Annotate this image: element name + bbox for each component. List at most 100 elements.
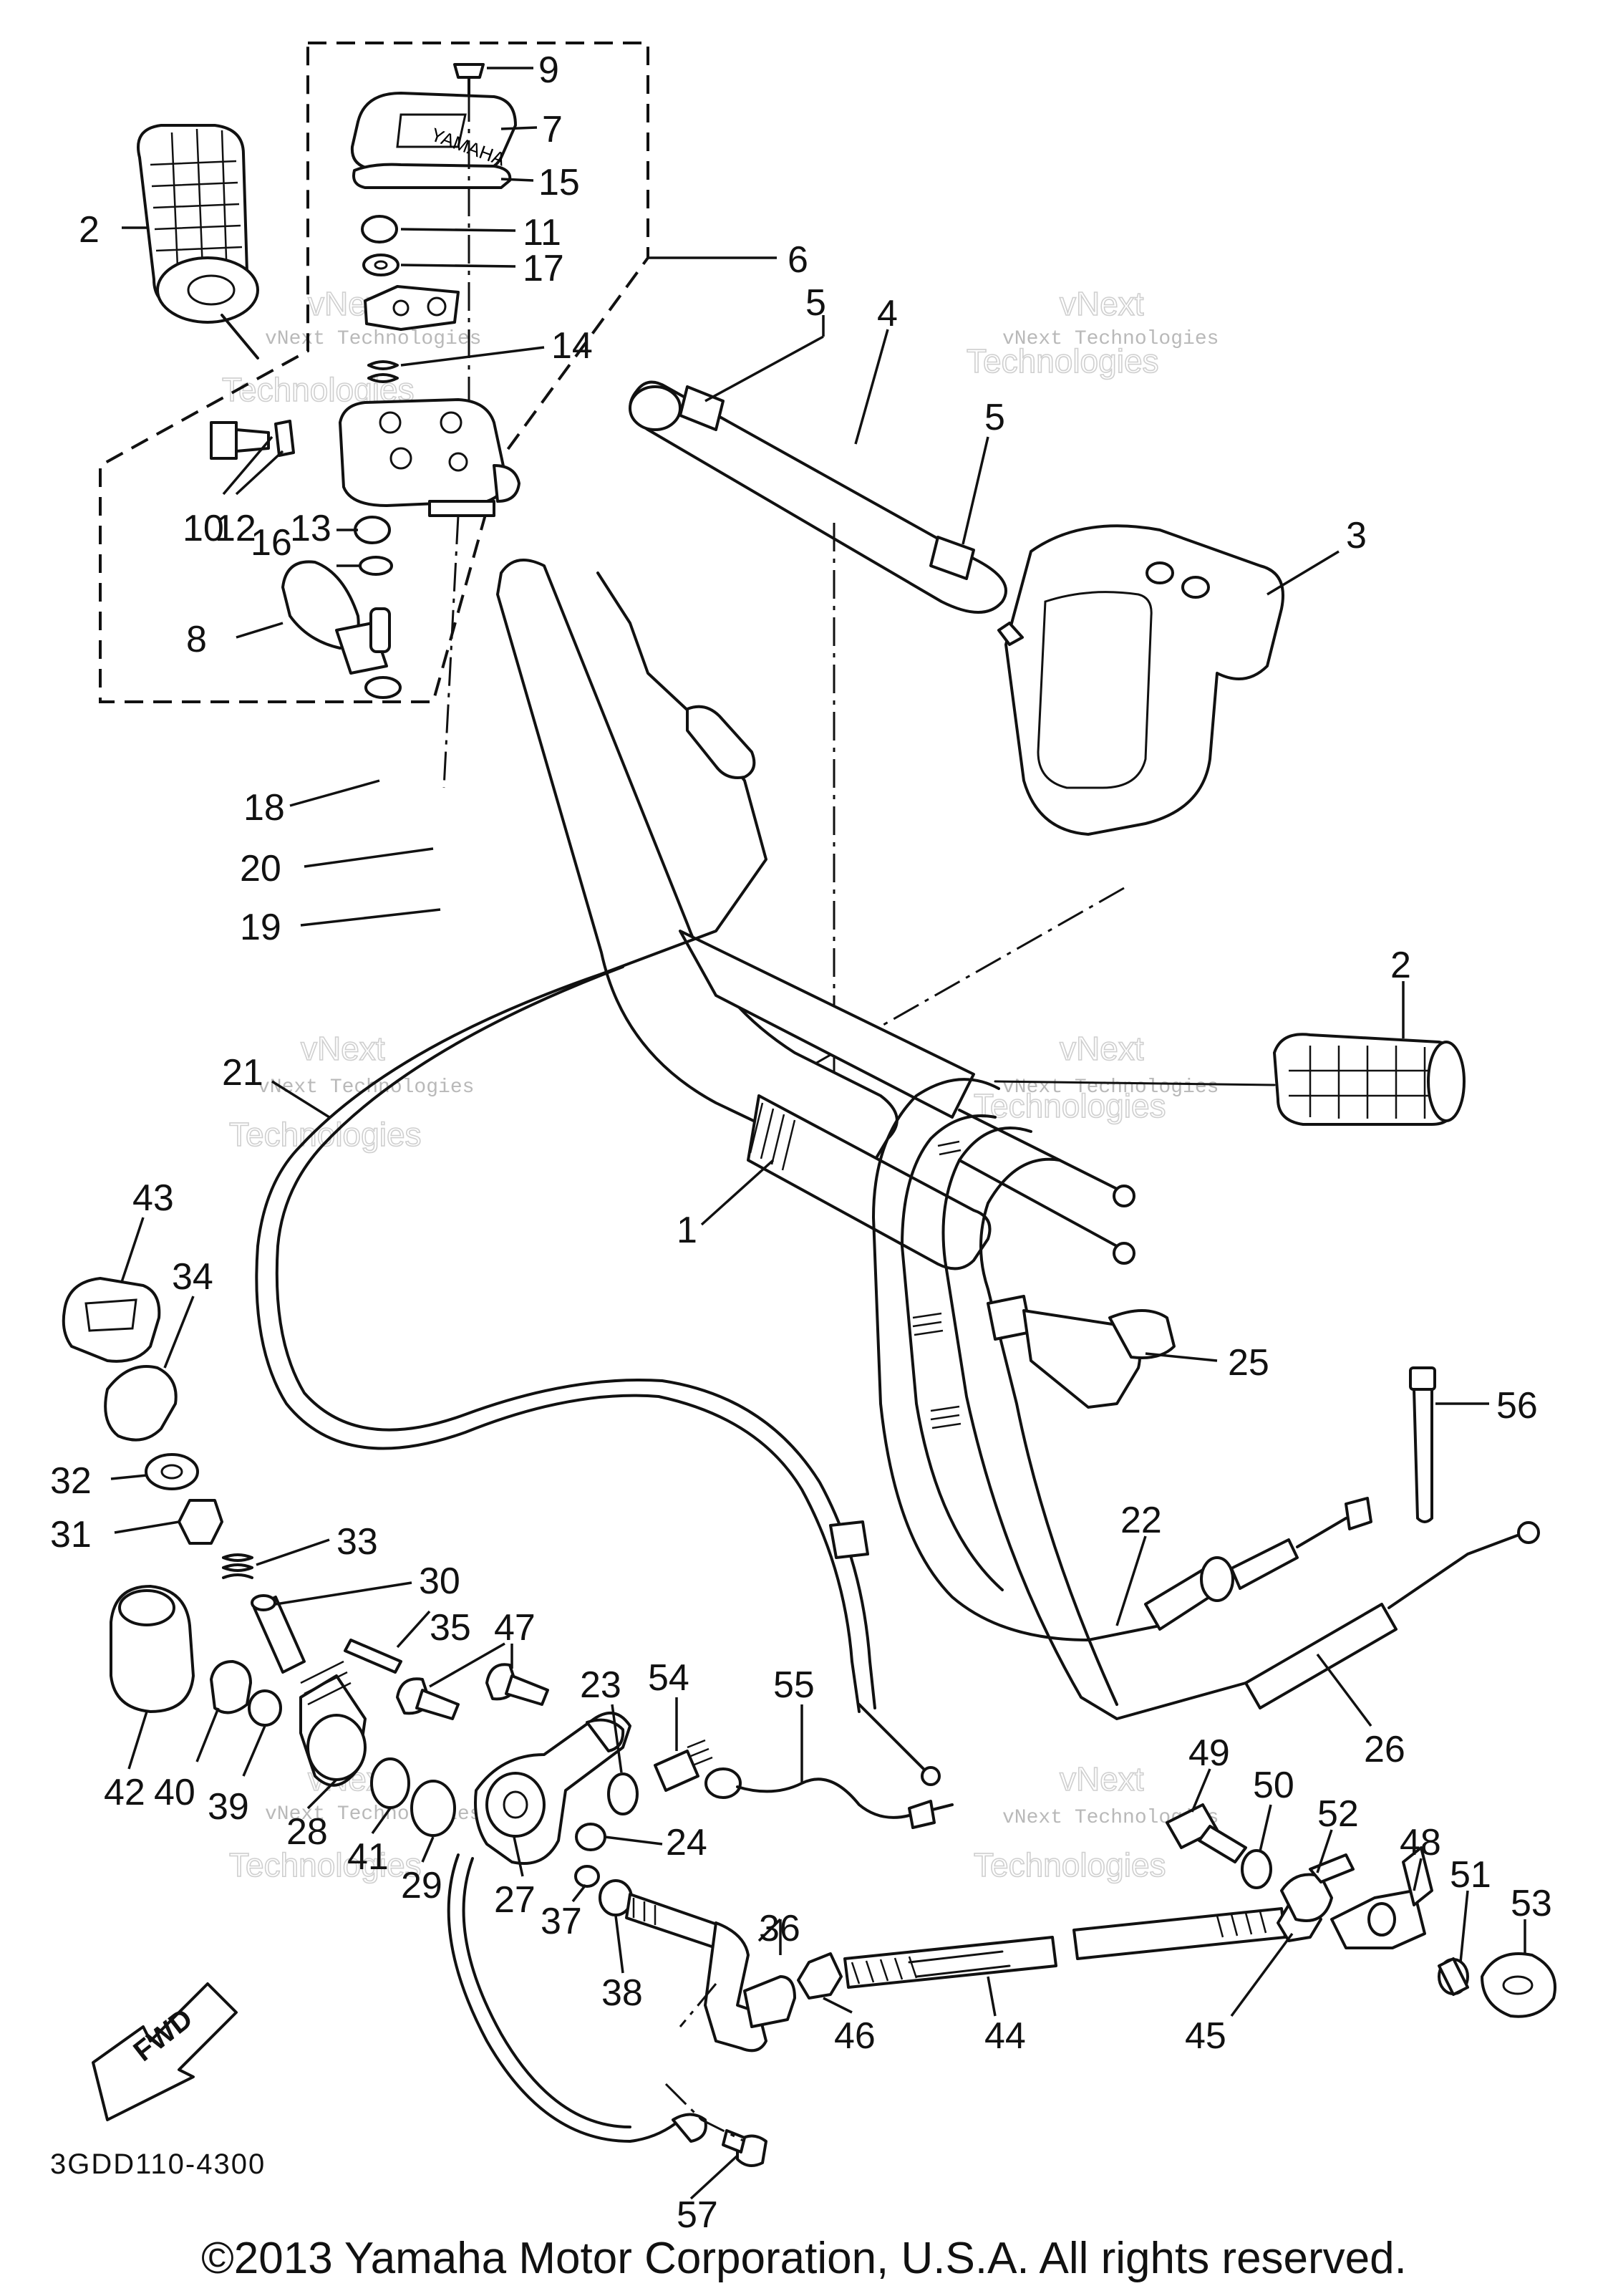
- leader-27: [513, 1836, 524, 1877]
- pin-35: [344, 1639, 402, 1674]
- cable-loop-57: [447, 1853, 767, 2167]
- leader-lines: [110, 67, 1526, 2200]
- leader-17: [400, 264, 516, 268]
- handlebar-pad-4: [629, 380, 1007, 614]
- right-grip-pattern: [1289, 1046, 1453, 1119]
- callout-label: 48: [1400, 1822, 1441, 1863]
- leader-3: [1266, 550, 1340, 596]
- throttle-lever-pivot: [369, 607, 391, 653]
- screw-9: [453, 63, 485, 79]
- callout-label: 19: [240, 907, 281, 948]
- copyright-notice: ©2013 Yamaha Motor Corporation, U.S.A. A…: [201, 2234, 1407, 2283]
- callout-labels: 9 7 15 11 17 14 6 2 5 4 5 3 10 12 13 16 …: [50, 49, 1552, 2236]
- pad-end: [629, 385, 682, 431]
- leader-45: [1230, 1932, 1294, 2017]
- leader-34: [163, 1296, 195, 1369]
- cap-53-slot: [1502, 1975, 1534, 1995]
- washer-50: [1241, 1849, 1272, 1889]
- leader-8: [236, 622, 284, 639]
- cable-26-inner: [979, 1157, 1118, 1706]
- leader-50: [1259, 1804, 1272, 1852]
- callout-label: 49: [1188, 1732, 1230, 1774]
- left-grip-pattern: [150, 128, 243, 305]
- callout-label: 45: [1185, 2015, 1226, 2057]
- bolt-57-shank: [722, 2129, 746, 2153]
- shift-rod-44: [797, 1896, 1322, 2000]
- bolts-47: [396, 1663, 549, 1720]
- leader-15: [500, 178, 534, 182]
- cable-coil-sleeve: [912, 1140, 962, 1429]
- plunger-30-head: [251, 1594, 276, 1611]
- leader-24: [604, 1836, 663, 1846]
- callout-label: 24: [666, 1822, 707, 1863]
- callout-label: 46: [834, 2015, 876, 2057]
- washer-16: [359, 556, 393, 576]
- nut-46: [797, 1952, 843, 2000]
- leader-5b: [962, 436, 989, 545]
- shift-rod-44-right: [1072, 1907, 1287, 1960]
- lever-27: [474, 1712, 639, 1865]
- leader-5: [704, 335, 824, 402]
- leader-22: [1115, 1535, 1147, 1626]
- nut-40: [210, 1660, 252, 1714]
- throttle-housing-assembly: YAMAHA: [210, 63, 520, 788]
- callout-label: 50: [1253, 1765, 1294, 1806]
- callout-label: 2: [79, 209, 100, 251]
- callout-label: 36: [759, 1908, 800, 1949]
- callout-label: 15: [538, 162, 580, 203]
- callout-label: 25: [1228, 1342, 1269, 1384]
- watermark-large: Technologies: [229, 1846, 422, 1883]
- switch-cover-window: [1037, 591, 1153, 789]
- leader-57: [689, 2154, 739, 2200]
- washer-32-hole: [160, 1464, 183, 1480]
- callout-label: 30: [419, 1561, 460, 1602]
- watermark-large: Technologies: [974, 1846, 1166, 1883]
- leader-23: [611, 1704, 623, 1773]
- shift-rod-44-left: [843, 1936, 1057, 1989]
- cable-57: [447, 1853, 682, 2143]
- callout-label: 40: [154, 1772, 195, 1813]
- switch-cover-tab: [997, 622, 1024, 646]
- leader-40: [195, 1707, 220, 1762]
- callout-label: 51: [1450, 1854, 1491, 1896]
- cable-22-end-fitting: [1345, 1497, 1372, 1530]
- washer-13: [354, 516, 391, 544]
- leader-36: [757, 1918, 782, 1942]
- leader-19: [300, 908, 441, 927]
- handlebar-pad-body: [629, 380, 1007, 614]
- choke-housing-42-top: [118, 1589, 175, 1626]
- drawing-number: 3GDD110-4300: [50, 2148, 266, 2180]
- leader-47: [429, 1642, 505, 1688]
- callout-label: 26: [1364, 1729, 1405, 1770]
- choke-cap-34: [104, 1365, 178, 1442]
- choke-knob-43-face: [84, 1298, 137, 1332]
- leader-32: [110, 1474, 147, 1480]
- left-grip-axis: [221, 314, 259, 360]
- shift-rod-44-thread-right: [1216, 1911, 1267, 1938]
- switch-54-body: [654, 1750, 699, 1792]
- watermark-large: vNext: [1060, 285, 1144, 322]
- nut-31: [178, 1499, 223, 1545]
- callout-label: 34: [172, 1256, 213, 1298]
- callout-label: 38: [601, 1972, 643, 2014]
- leader-42: [127, 1711, 148, 1770]
- callout-label: 23: [580, 1664, 621, 1706]
- callout-label: 12: [215, 508, 256, 549]
- leader-46: [823, 1997, 853, 2014]
- callout-label: 11: [523, 212, 561, 254]
- washer-37: [574, 1865, 600, 1888]
- callout-label: 13: [290, 508, 331, 549]
- callout-label: 28: [286, 1811, 328, 1853]
- brake-cables-22-26: [872, 1078, 1540, 1720]
- watermark-large: vNext: [1060, 1030, 1144, 1067]
- throttle-lever-8: [281, 560, 360, 650]
- callout-label: 42: [104, 1772, 145, 1813]
- callout-label: 57: [677, 2194, 718, 2236]
- callout-label: 8: [186, 619, 207, 660]
- watermark-text: vNext Technologies: [265, 328, 481, 350]
- cable-21-end: [858, 1703, 925, 1770]
- callout-label: 44: [984, 2015, 1026, 2057]
- throttle-lever-end: [364, 676, 402, 699]
- cable-21-adjuster: [686, 705, 756, 779]
- cable-22-threaded: [1230, 1538, 1299, 1590]
